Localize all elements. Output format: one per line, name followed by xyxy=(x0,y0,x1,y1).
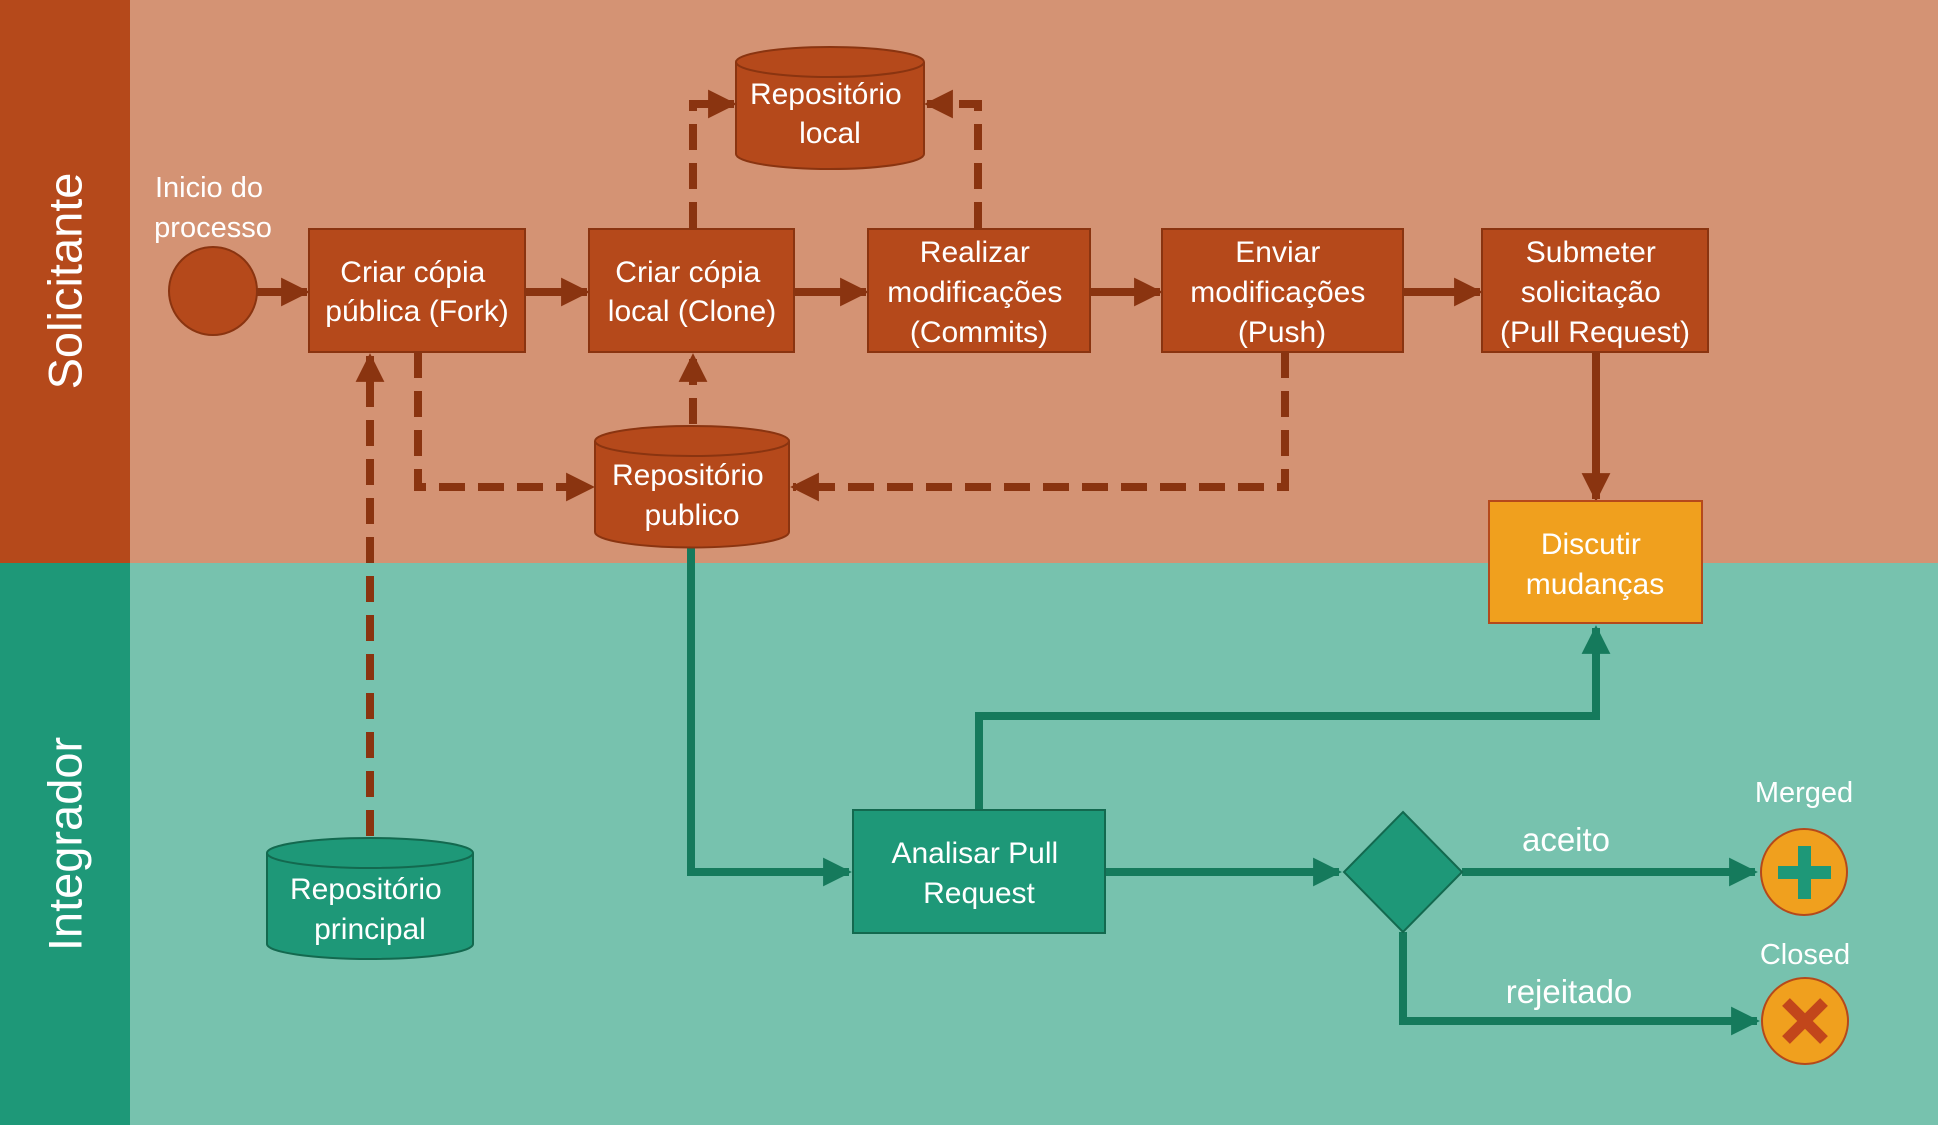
task-clone-box xyxy=(588,228,795,353)
repository-public: Repositório publico xyxy=(594,425,790,549)
plus-icon xyxy=(1778,846,1831,899)
repository-public-label: Repositório publico xyxy=(612,459,772,532)
task-fork-box xyxy=(308,228,526,353)
repository-public-body xyxy=(594,441,790,549)
end-event-closed: Closed xyxy=(1760,939,1850,1065)
repository-local-top xyxy=(735,46,925,78)
lane-integrador-band xyxy=(0,563,130,1125)
connectors xyxy=(257,89,1760,1036)
data-flow-push-to-public-repo xyxy=(790,352,1289,502)
task-push-box xyxy=(1161,228,1404,353)
repository-local: Repositório local xyxy=(735,46,925,170)
task-discuss-label: Discutir mudanças xyxy=(1526,528,1664,601)
flow-analyze-to-discuss xyxy=(975,625,1611,810)
lane-solicitante-label: Solicitante xyxy=(39,173,92,390)
task-pull-request: Submeter solicitação (Pull Request) xyxy=(1481,228,1709,353)
task-commits-box xyxy=(867,228,1091,353)
repository-public-top xyxy=(594,425,790,457)
lane-solicitante-band xyxy=(0,0,130,563)
decision-gateway-diamond xyxy=(1342,810,1464,934)
task-pull-request-box xyxy=(1481,228,1709,353)
task-commits-label: Realizar modificações (Commits) xyxy=(887,236,1070,349)
repository-main-label: Repositório principal xyxy=(290,873,450,946)
data-flow-fork-to-public-repo xyxy=(414,352,595,502)
flow-public-repo-to-analyze xyxy=(687,548,852,887)
gateway-rejected-label: rejeitado xyxy=(1506,973,1633,1010)
task-push: Enviar modificações (Push) xyxy=(1161,228,1404,353)
repository-main-body xyxy=(266,853,474,960)
x-icon xyxy=(1782,998,1828,1044)
task-pull-request-label: Submeter solicitação (Pull Request) xyxy=(1500,236,1690,349)
task-clone: Criar cópia local (Clone) xyxy=(588,228,795,353)
task-discuss-box xyxy=(1488,500,1703,624)
task-push-label: Enviar modificações (Push) xyxy=(1190,236,1373,349)
task-clone-label: Criar cópia local (Clone) xyxy=(608,256,776,328)
task-analyze-box xyxy=(852,809,1106,934)
end-event-merged: Merged xyxy=(1755,777,1853,916)
data-flow-commits-to-local-repo xyxy=(924,89,982,228)
lane-integrador-label: Integrador xyxy=(39,737,92,951)
end-event-closed-caption: Closed xyxy=(1760,939,1850,971)
task-analyze: Analisar Pull Request xyxy=(852,809,1106,934)
task-commits: Realizar modificações (Commits) xyxy=(867,228,1091,353)
repository-main-top xyxy=(266,837,474,869)
lane-integrador: Integrador xyxy=(0,563,1938,1125)
start-event-circle xyxy=(168,246,258,336)
data-flow-clone-to-local-repo xyxy=(689,89,737,228)
task-fork: Criar cópia pública (Fork) xyxy=(308,228,526,353)
task-fork-label: Criar cópia pública (Fork) xyxy=(325,256,508,328)
end-event-merged-caption: Merged xyxy=(1755,777,1853,809)
start-event: Inicio do processo xyxy=(154,172,272,336)
repository-local-body xyxy=(735,62,925,170)
decision-gateway xyxy=(1342,810,1464,934)
start-event-caption: Inicio do processo xyxy=(154,172,272,244)
repository-main: Repositório principal xyxy=(266,837,474,960)
task-discuss: Discutir mudanças xyxy=(1488,500,1703,624)
flow-gateway-rejected xyxy=(1399,932,1760,1036)
gateway-accepted-label: aceito xyxy=(1522,821,1610,858)
task-analyze-label: Analisar Pull Request xyxy=(891,837,1066,910)
repository-local-label: Repositório local xyxy=(750,78,910,150)
